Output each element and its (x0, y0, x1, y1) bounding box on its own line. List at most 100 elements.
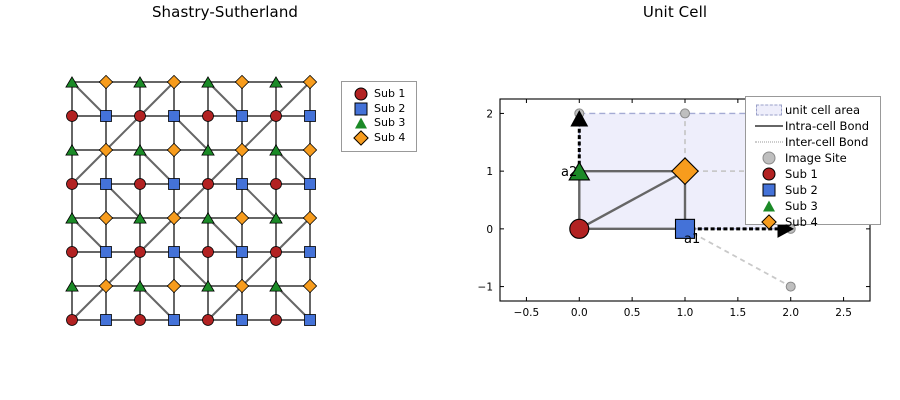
square-marker (100, 178, 112, 190)
triangle-marker (65, 76, 79, 88)
triangle-marker (133, 212, 147, 224)
square-marker (168, 110, 180, 122)
legend-item-sub-2: Sub 2 (753, 182, 873, 198)
square-marker (168, 178, 180, 190)
lattice-bond-diagonal (71, 149, 107, 185)
triangle-marker (201, 144, 215, 156)
legend-label: Sub 2 (785, 183, 818, 197)
lattice-vector-label-a1: a1 (684, 232, 700, 247)
square-marker (100, 314, 112, 326)
lattice-bond-diagonal (105, 251, 141, 287)
legend-item-sub-3: Sub 3 (348, 116, 410, 131)
triangle-icon (753, 199, 785, 213)
legend-item-intra-cell-bond: Intra-cell Bond (753, 118, 873, 134)
legend-item-unit-cell-area: unit cell area (753, 102, 873, 118)
circle-marker (66, 314, 78, 326)
lattice-bond-diagonal (173, 183, 209, 219)
diamond-marker (302, 210, 318, 226)
circle-marker (202, 110, 214, 122)
circle-marker (202, 178, 214, 190)
legend-label: Sub 3 (374, 116, 406, 130)
dotted-line-icon (753, 135, 785, 149)
legend-label: Sub 3 (785, 199, 818, 213)
lattice-bond-diagonal (275, 217, 311, 253)
lattice-bond-diagonal (241, 115, 277, 151)
circle-marker (270, 246, 282, 258)
square-marker (100, 110, 112, 122)
y-tick-label: −1 (478, 282, 493, 294)
square-marker (168, 246, 180, 258)
triangle-marker (269, 76, 283, 88)
circle-marker (66, 246, 78, 258)
diamond-marker (98, 278, 114, 294)
diamond-icon (348, 129, 374, 146)
circle-marker (134, 314, 146, 326)
triangle-marker (269, 144, 283, 156)
legend-label: Sub 4 (374, 130, 406, 144)
circle-marker (134, 246, 146, 258)
diamond-marker (234, 74, 250, 90)
x-tick-label: 1.0 (677, 307, 694, 319)
lattice-bond-diagonal (207, 149, 243, 185)
lattice-bond-diagonal (139, 217, 175, 253)
legend-item-sub-2: Sub 2 (348, 102, 410, 117)
legend-label: Inter-cell Bond (785, 135, 869, 149)
legend-label: Intra-cell Bond (785, 119, 870, 133)
legend-item-image-site: Image Site (753, 150, 873, 166)
square-marker (236, 178, 248, 190)
x-tick-label: 2.0 (782, 307, 799, 319)
lattice-bond-diagonal (105, 115, 141, 151)
square-marker (236, 246, 248, 258)
square-marker (236, 110, 248, 122)
legend-label: Sub 2 (374, 101, 406, 115)
lattice-bonds (71, 81, 311, 321)
triangle-marker (133, 280, 147, 292)
legend-label: Image Site (785, 151, 847, 165)
y-tick-label: 0 (486, 224, 493, 236)
legend-item-inter-cell-bond: Inter-cell Bond (753, 134, 873, 150)
diamond-marker (166, 278, 182, 294)
page-title-unitcell: Unit Cell (642, 3, 708, 21)
triangle-marker (133, 144, 147, 156)
x-tick-label: 0.0 (571, 307, 588, 319)
intra-cell-bond (578, 170, 686, 230)
legend-item-sub-1: Sub 1 (348, 87, 410, 102)
diamond-icon (753, 214, 785, 230)
circle-marker (66, 110, 78, 122)
unitcell-site-sub-3 (568, 161, 591, 181)
triangle-marker (65, 212, 79, 224)
diamond-marker (98, 210, 114, 226)
square-marker (304, 178, 316, 190)
diamond-marker (98, 74, 114, 90)
legend-item-sub-4: Sub 4 (753, 214, 873, 230)
lattice-bond-diagonal (275, 81, 311, 117)
lattice-sites (65, 74, 318, 326)
diamond-marker (166, 74, 182, 90)
circle-icon (753, 151, 785, 165)
triangle-marker (133, 76, 147, 88)
diamond-marker (302, 278, 318, 294)
circle-marker (134, 110, 146, 122)
legend-label: Sub 1 (785, 167, 818, 181)
circle-marker (202, 314, 214, 326)
circle-marker (66, 178, 78, 190)
lattice-vector-label-a2: a2 (561, 165, 577, 180)
y-tick-label: 2 (486, 108, 493, 120)
unitcell-site-sub-1 (569, 218, 590, 239)
lattice-bond-diagonal (71, 285, 107, 321)
legend-item-sub-4: Sub 4 (348, 129, 410, 146)
square-marker (168, 314, 180, 326)
y-tick-label: 1 (486, 166, 493, 178)
triangle-marker (201, 76, 215, 88)
diamond-marker (234, 142, 250, 158)
square-marker (304, 246, 316, 258)
triangle-marker (269, 212, 283, 224)
diamond-marker (98, 142, 114, 158)
lattice-bond-diagonal (139, 81, 175, 117)
triangle-marker (269, 280, 283, 292)
circle-marker (270, 178, 282, 190)
area-icon (753, 103, 785, 117)
